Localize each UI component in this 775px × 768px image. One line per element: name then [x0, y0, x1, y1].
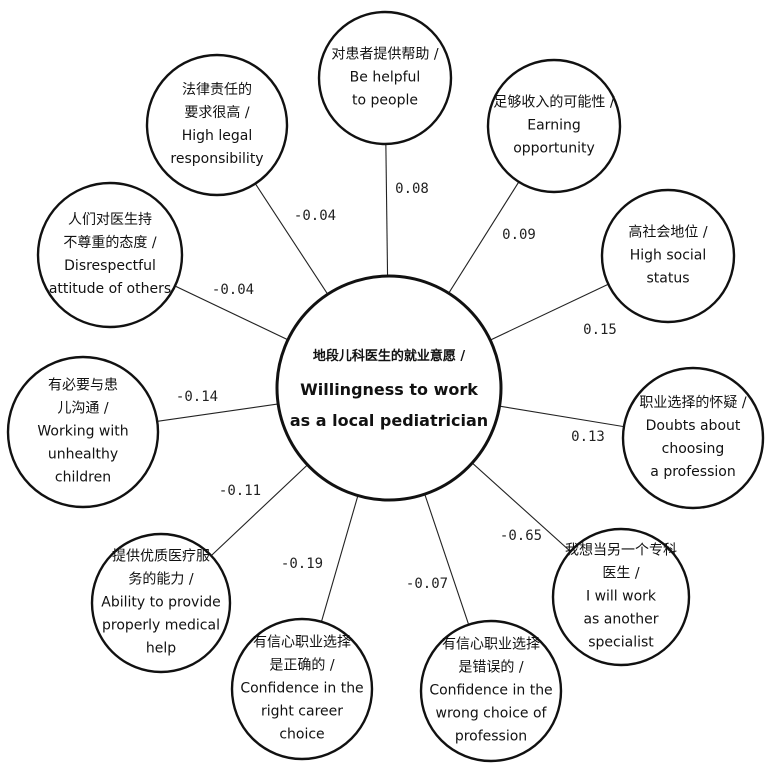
node-label-helpful: 对患者提供帮助 / Be helpful to people [331, 44, 438, 113]
weight-label-wrong-choice: -0.07 [405, 576, 449, 592]
node-label-line: unhealthy [47, 446, 119, 463]
node-label-line: 是正确的 / [269, 657, 335, 674]
node-label-line: status [646, 270, 690, 287]
node-label-line: Doubts about [645, 418, 741, 434]
node-circle-doubts [621, 366, 765, 510]
weight-label-doubts: 0.13 [571, 429, 605, 445]
node-circle-wrong-choice [419, 619, 563, 763]
node-label-line: 儿沟通 / [57, 400, 109, 417]
node-label-line: Confidence in the [240, 680, 364, 697]
center-label-en-line2: as a local pediatrician [289, 411, 489, 430]
node-label-line: 有信心职业选择 [252, 634, 351, 651]
node-label-line: choice [279, 726, 325, 743]
node-label-doubts: 职业选择的怀疑 / Doubts about choosing a professio… [639, 392, 746, 484]
node-label-line: 足够收入的可能性 / [493, 94, 615, 111]
weight-label-legal: -0.04 [293, 208, 337, 224]
node-label-line: children [54, 469, 112, 486]
node-label-line: High social [629, 247, 707, 264]
node-label-line: choosing [661, 441, 725, 457]
center-node-circle [275, 274, 503, 502]
node-label-unhealthy: 有必要与患儿沟通 / Working with unhealthy children [37, 375, 128, 490]
center-label-en-line1: Willingness to work [300, 380, 478, 399]
node-label-line: Be helpful [349, 69, 421, 86]
node-label-line: Working with [37, 423, 129, 440]
weight-label-status: 0.15 [583, 322, 617, 338]
node-label-line: Earning [527, 117, 581, 134]
weight-label-earning: 0.09 [502, 227, 536, 243]
node-label-status: 高社会地位 / High social status [628, 222, 707, 291]
node-label-line: 人们对医生持 [67, 212, 152, 228]
node-label-line: 要求很高 / [184, 105, 250, 121]
node-label-line: as another [583, 611, 659, 628]
node-label-line: attitude of others [48, 281, 172, 297]
node-label-line: 职业选择的怀疑 / [639, 395, 747, 411]
weight-label-right-choice: -0.19 [280, 556, 324, 572]
node-label-disrespect: 人们对医生持不尊重的态度 / Disrespectful attitude of o… [49, 209, 171, 301]
node-label-line: Disrespectful [64, 258, 156, 274]
node-label-line: 提供优质医疗服 [112, 548, 210, 565]
node-label-line: 对患者提供帮助 / [331, 46, 439, 63]
node-label-line: help [145, 640, 177, 657]
node-label-line: a profession [650, 464, 736, 480]
node-label-line: to people [352, 92, 418, 109]
node-label-line: Ability to provide [101, 594, 221, 611]
node-label-line: specialist [588, 634, 654, 651]
node-label-line: 是错误的 / [458, 659, 524, 676]
weight-label-medical-help: -0.11 [218, 483, 262, 499]
weight-label-specialist: -0.65 [499, 528, 543, 544]
node-label-line: 高社会地位 / [628, 224, 708, 241]
node-label-specialist: 我想当另一个专科医生 / I will work as another special… [565, 540, 677, 655]
node-label-line: Confidence in the [429, 682, 553, 699]
weight-label-unhealthy: -0.14 [175, 389, 219, 405]
node-label-line: 不尊重的态度 / [63, 235, 157, 251]
node-label-line: 法律责任的 [181, 82, 252, 98]
node-label-earning: 足够收入的可能性 / Earning opportunity [493, 92, 614, 161]
node-label-line: profession [454, 728, 528, 745]
node-circle-disrespect [36, 181, 184, 329]
node-label-line: 有必要与患 [47, 377, 118, 394]
node-circle-specialist [551, 527, 691, 667]
node-label-line: High legal [181, 128, 253, 144]
node-circle-unhealthy [6, 355, 160, 509]
node-label-line: right career [260, 703, 344, 720]
node-label-line: 务的能力 / [128, 571, 194, 588]
node-label-medical-help: 提供优质医疗服务的能力 / Ability to provide properly … [101, 546, 220, 661]
node-label-line: opportunity [513, 140, 595, 157]
weight-label-disrespect: -0.04 [211, 282, 255, 298]
node-label-line: properly medical [102, 617, 220, 634]
node-label-line: 我想当另一个专科 [565, 542, 677, 559]
node-label-line: responsibility [170, 151, 264, 167]
node-label-wrong-choice: 有信心职业选择是错误的 / Confidence in the wrong choi… [429, 634, 552, 749]
node-label-legal: 法律责任的要求很高 / High legal responsibility [170, 79, 263, 171]
center-label-zh: 地段儿科医生的就业意愿 / [312, 349, 466, 364]
node-circle-helpful [317, 10, 453, 146]
node-label-right-choice: 有信心职业选择是正确的 / Confidence in the right care… [240, 632, 363, 747]
node-label-line: 有信心职业选择 [441, 636, 540, 653]
node-label-line: wrong choice of [435, 705, 547, 722]
node-circle-status [600, 188, 736, 324]
node-label-line: 医生 / [602, 565, 640, 582]
node-circle-legal [145, 53, 289, 197]
node-circle-medical-help [90, 532, 232, 674]
node-circle-earning [486, 58, 622, 194]
node-label-line: I will work [585, 588, 657, 605]
node-circle-right-choice [230, 617, 374, 761]
weight-label-helpful: 0.08 [395, 181, 429, 197]
center-node-label: 地段儿科医生的就业意愿 / Willingness to work as a l… [290, 340, 488, 436]
